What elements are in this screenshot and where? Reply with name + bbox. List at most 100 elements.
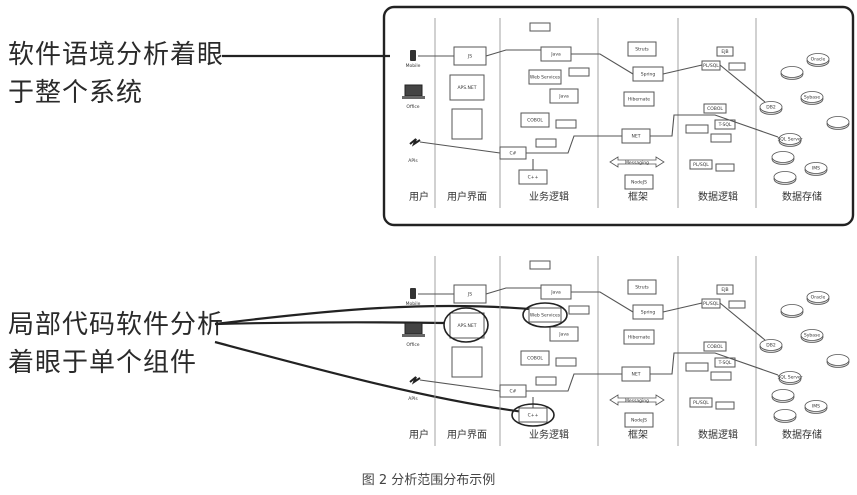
api-bolt-icon <box>409 376 421 385</box>
dl-blank-3 <box>710 371 732 381</box>
db-label-sql_server: SQL Server <box>777 375 802 381</box>
lane-label-5: 数据存储 <box>782 428 822 441</box>
node-ejb <box>716 284 734 295</box>
callout-local-line-1: 局部代码软件分析 <box>8 310 225 340</box>
dl-blank-4 <box>715 401 735 410</box>
user-mobile-label: Mobile <box>406 63 421 69</box>
node-label-nodejs: NodeJS <box>631 180 647 186</box>
node-label-tsql: T-SQL <box>718 122 732 128</box>
node-apsnet <box>449 312 485 339</box>
node-label-hibernate: Hibernate <box>628 97 650 103</box>
node-tsql <box>714 357 736 368</box>
callout-system-scope: 软件语境分析着眼 于整个系统 <box>8 36 224 112</box>
db- <box>773 409 797 421</box>
circle-cpp <box>511 403 555 427</box>
node-label-java2: Java <box>558 332 569 338</box>
architecture-panel-bottom: 用户用户界面业务逻辑框架数据逻辑数据存储MobileOfficeAPIsJSAP… <box>402 256 850 446</box>
dl-blank-1 <box>728 300 746 309</box>
db-label-oracle: Oracle <box>811 57 826 63</box>
node-label-java2: Java <box>558 94 569 100</box>
biz-blank-1 <box>529 260 551 270</box>
biz-blank-2 <box>568 67 590 77</box>
node-nodejs <box>624 412 654 428</box>
conn-api-csharp <box>419 141 501 154</box>
biz-blank-2 <box>568 305 590 315</box>
node-label-plsql2: PL/SQL <box>693 162 709 168</box>
node-label-ejb: EJB <box>721 287 728 293</box>
node-label-csharp: C# <box>510 389 517 395</box>
mobile-icon <box>410 50 416 61</box>
node-label-ejb: EJB <box>721 49 728 55</box>
node-label-cobol2: COBOL <box>707 106 723 112</box>
laptop-icon <box>404 84 423 97</box>
node-cobol <box>520 350 550 366</box>
db-label-ims: IMS <box>812 166 820 172</box>
node-struts <box>627 41 657 57</box>
biz-blank-1 <box>529 22 551 32</box>
lane-label-1: 用户界面 <box>447 190 487 203</box>
node-java2 <box>549 326 579 342</box>
db-label-db2: DB2 <box>766 343 776 349</box>
db-label-oracle: Oracle <box>811 295 826 301</box>
lane-label-0: 用户 <box>409 428 429 441</box>
lane-label-3: 框架 <box>628 428 648 441</box>
laptop-base-icon <box>402 96 425 99</box>
db- <box>771 389 795 401</box>
circle-web-services <box>522 302 568 328</box>
node-label-cpp: C++ <box>528 175 539 181</box>
db-oracle <box>806 53 830 65</box>
node-apsnet <box>449 74 485 101</box>
db-sql_server <box>778 371 802 383</box>
dl-blank-3 <box>710 133 732 143</box>
node-ejb <box>716 46 734 57</box>
conn-plsql-db2 <box>719 302 766 341</box>
messaging-label: Messaging <box>625 160 649 166</box>
node-label-csharp: C# <box>510 151 517 157</box>
node-plsql2 <box>689 397 713 408</box>
node-label-net: NET <box>632 372 641 378</box>
dl-blank-4 <box>715 163 735 172</box>
api-bolt-icon <box>409 138 421 147</box>
architecture-panel-top: 用户用户界面业务逻辑框架数据逻辑数据存储MobileOfficeAPIsJSAP… <box>402 18 850 208</box>
node-label-cobol: COBOL <box>527 118 543 124</box>
node-tsql <box>714 119 736 130</box>
db-db2 <box>759 101 783 113</box>
dl-blank-1 <box>728 62 746 71</box>
db- <box>771 151 795 163</box>
node-web_services <box>528 69 562 85</box>
lane-label-2: 业务逻辑 <box>529 428 569 441</box>
biz-blank-4 <box>535 138 557 148</box>
db-label-sybase: Sybase <box>804 95 820 101</box>
node-label-apsnet: APS.NET <box>457 85 476 91</box>
node-web_services <box>528 307 562 323</box>
ui-blank-box <box>451 346 483 378</box>
user-office-label: Office <box>406 342 419 348</box>
node-label-spring: Spring <box>641 72 656 78</box>
node-label-cobol2: COBOL <box>707 344 723 350</box>
node-label-nodejs: NodeJS <box>631 418 647 424</box>
messaging-arrow <box>609 394 665 406</box>
db-ims <box>804 400 828 412</box>
conn-js-java <box>485 49 541 57</box>
biz-blank-4 <box>535 376 557 386</box>
db-sybase <box>800 91 824 103</box>
biz-blank-3 <box>555 357 577 367</box>
db- <box>780 304 804 316</box>
messaging-label: Messaging <box>625 398 649 404</box>
db-sql_server <box>778 133 802 145</box>
node-label-web_services: Web Services <box>530 313 561 319</box>
dl-blank-2 <box>685 362 709 372</box>
lane-label-3: 框架 <box>628 190 648 203</box>
db- <box>773 171 797 183</box>
node-label-cpp: C++ <box>528 413 539 419</box>
biz-blank-3 <box>555 119 577 129</box>
system-scope-frame <box>382 5 855 227</box>
node-label-struts: Struts <box>635 47 649 53</box>
node-label-plsql: PL/SQL <box>703 301 719 307</box>
db-sybase <box>800 329 824 341</box>
node-label-js: JS <box>467 292 472 298</box>
node-label-js: JS <box>467 54 472 60</box>
node-label-web_services: Web Services <box>530 75 561 81</box>
db-label-ims: IMS <box>812 404 820 410</box>
local-pointer-web-services <box>214 304 543 326</box>
